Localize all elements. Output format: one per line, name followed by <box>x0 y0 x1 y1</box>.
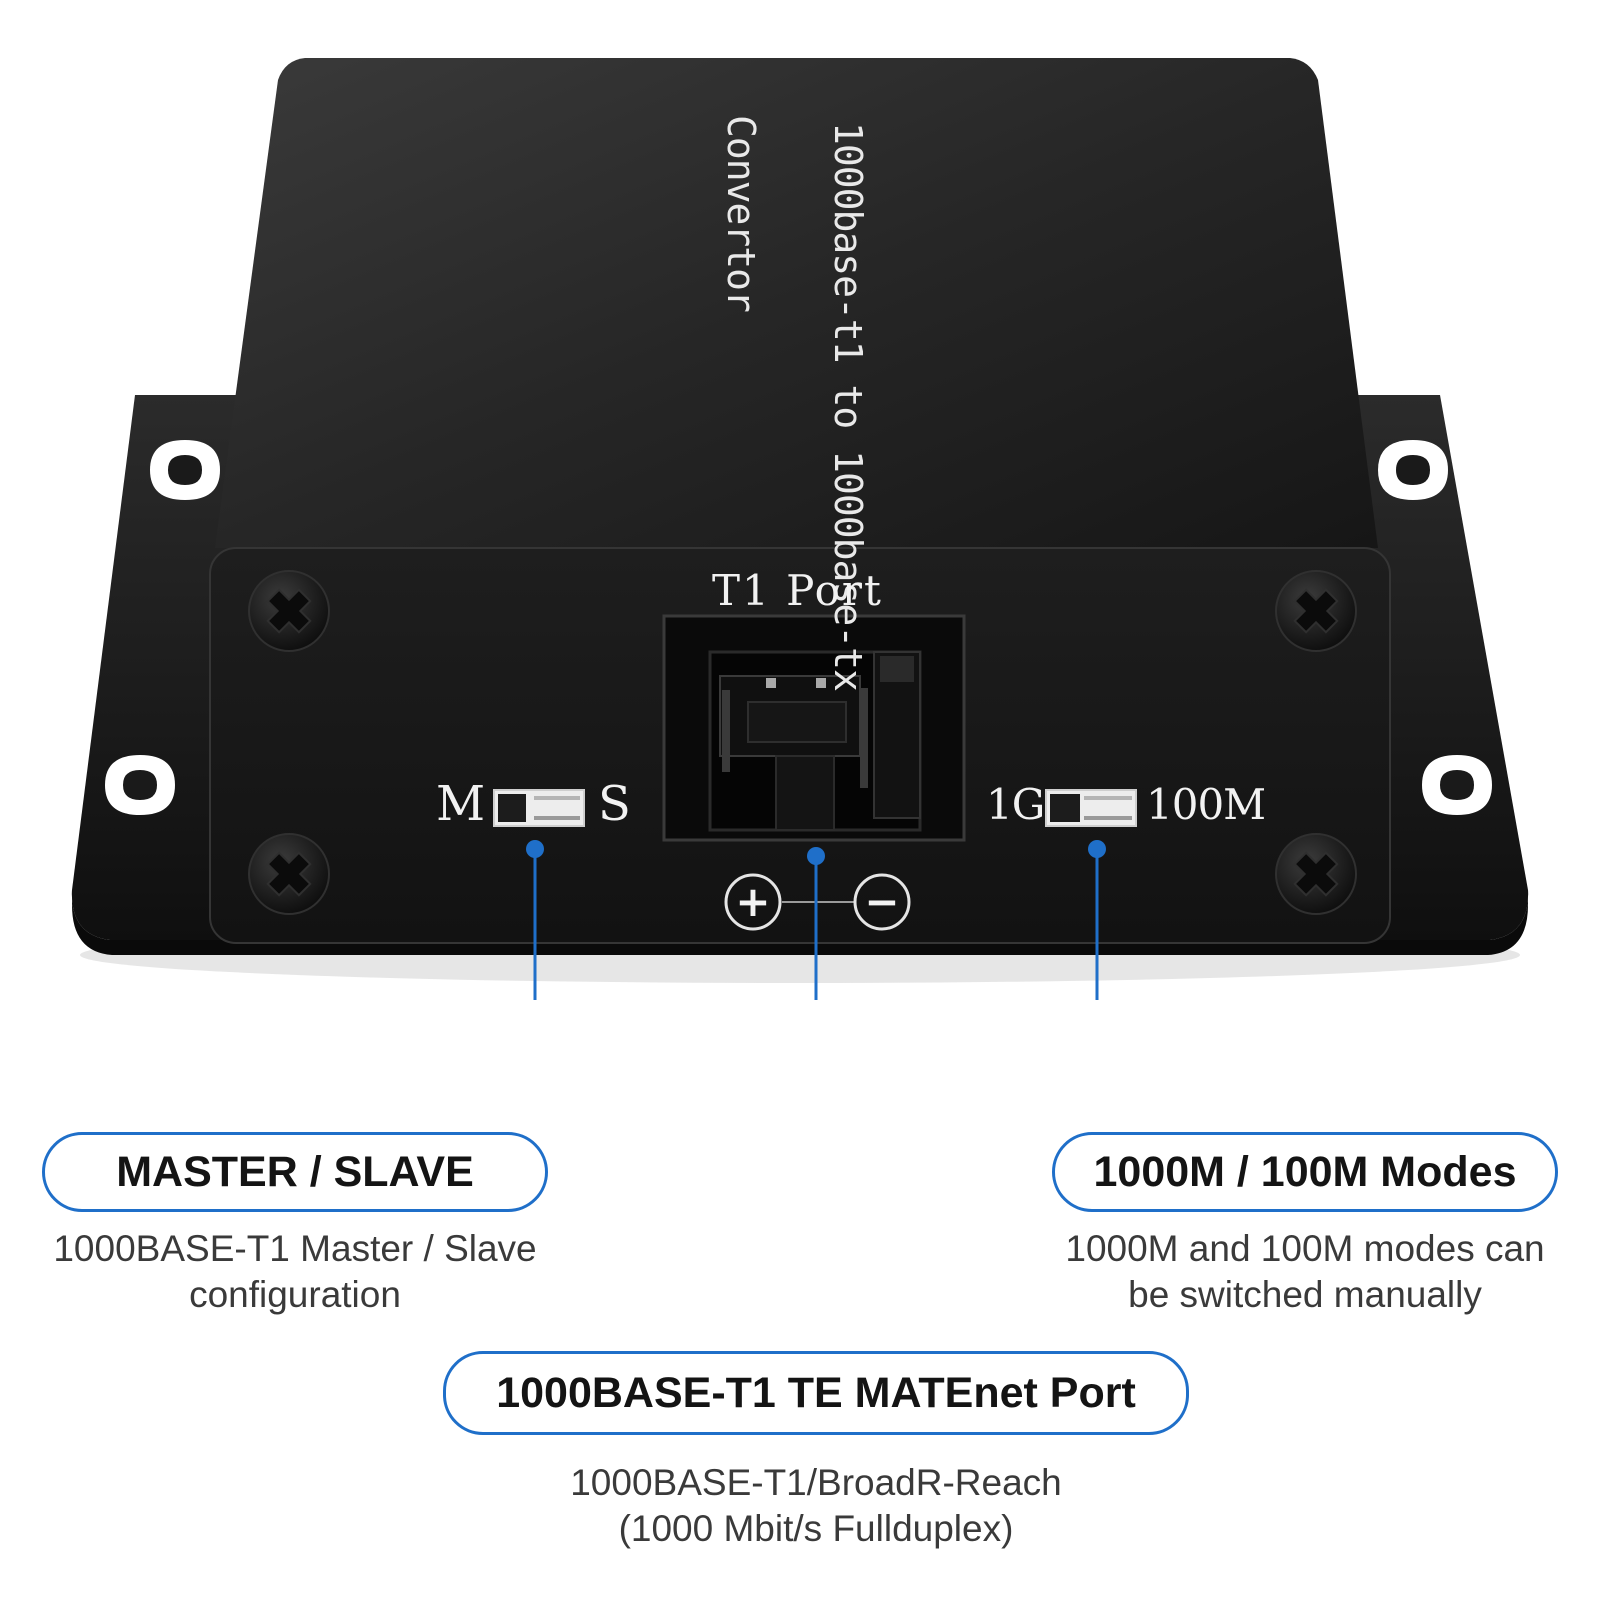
t1-port-label: T1 Port <box>712 566 883 615</box>
speed-100m-label: 100M <box>1146 780 1266 829</box>
master-slave-description: 1000BASE-T1 Master / Slave configuration <box>20 1226 570 1318</box>
screw-top-right <box>1275 570 1357 652</box>
polarity-marking: + − <box>724 873 911 931</box>
marker-dot-speed <box>1088 840 1106 858</box>
mounting-slot-bottom-left <box>105 755 175 815</box>
polarity-plus-label: + <box>735 877 770 926</box>
converter-device: + − <box>71 58 1529 1000</box>
port-desc-line2: (1000 Mbit/s Fullduplex) <box>618 1508 1014 1549</box>
screw-top-left <box>248 570 330 652</box>
mounting-slot-bottom-right <box>1422 755 1492 815</box>
master-slave-title: MASTER / SLAVE <box>42 1132 548 1212</box>
speed-mode-switch[interactable] <box>1045 789 1137 827</box>
switch-master-label: M <box>436 776 486 832</box>
leader-line-master-slave <box>533 849 537 1000</box>
marker-dot-port <box>807 847 825 865</box>
lid-title-line2: Convertor <box>719 115 763 312</box>
marker-dot-master-slave <box>526 840 544 858</box>
device-lid <box>215 58 1378 548</box>
speed-modes-title: 1000M / 100M Modes <box>1052 1132 1558 1212</box>
master-slave-desc-line2: configuration <box>189 1274 401 1315</box>
port-title: 1000BASE-T1 TE MATEnet Port <box>443 1351 1189 1435</box>
speed-modes-desc-line2: be switched manually <box>1128 1274 1482 1315</box>
master-slave-switch[interactable] <box>493 789 585 827</box>
screw-bottom-right <box>1275 833 1357 915</box>
screw-bottom-left <box>248 833 330 915</box>
mounting-slot-top-left <box>150 440 220 500</box>
port-desc-line1: 1000BASE-T1/BroadR-Reach <box>570 1462 1062 1503</box>
speed-modes-desc-line1: 1000M and 100M modes can <box>1065 1228 1545 1269</box>
polarity-minus-label: − <box>864 877 899 926</box>
mounting-slot-top-right <box>1378 440 1448 500</box>
master-slave-desc-line1: 1000BASE-T1 Master / Slave <box>53 1228 537 1269</box>
callout-leader-lines <box>533 849 1099 1000</box>
port-description: 1000BASE-T1/BroadR-Reach (1000 Mbit/s Fu… <box>500 1460 1132 1552</box>
speed-modes-description: 1000M and 100M modes can be switched man… <box>1030 1226 1580 1318</box>
switch-slave-label: S <box>598 776 631 832</box>
t1-port-connector <box>662 614 966 842</box>
speed-1g-label: 1G <box>986 780 1045 829</box>
leader-line-speed <box>1095 849 1099 1000</box>
